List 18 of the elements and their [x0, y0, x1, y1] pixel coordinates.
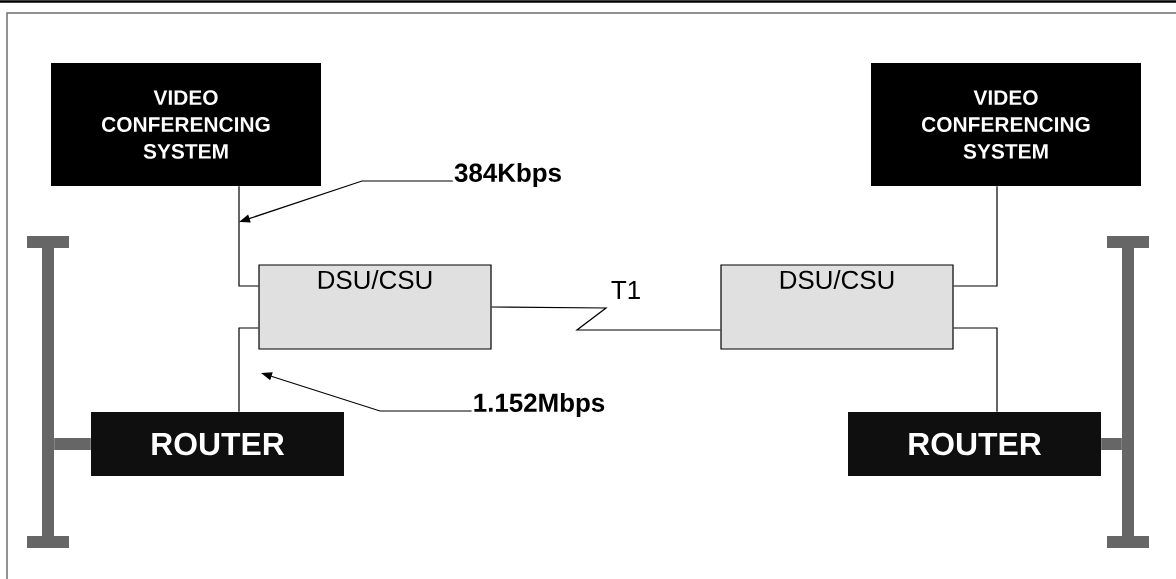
cable-line [953, 327, 998, 413]
cable-line [238, 327, 259, 413]
rate-label: 1.152Mbps [474, 392, 605, 418]
modem-box: DSU/CSU [258, 264, 492, 350]
network-bus [27, 236, 69, 548]
network-link [54, 438, 91, 450]
system-box: VIDEO CONFERENCING SYSTEM [51, 63, 321, 186]
system-box: VIDEO CONFERENCING SYSTEM [871, 63, 1141, 186]
router-box: ROUTER [91, 412, 344, 476]
edge-label: T1 [609, 280, 643, 300]
cable-line [491, 306, 721, 331]
network-link [1101, 438, 1122, 450]
cable-line [953, 185, 998, 287]
network-bus [1107, 236, 1149, 548]
router-box: ROUTER [848, 412, 1101, 476]
rate-label: 384Kbps [454, 162, 561, 188]
modem-box: DSU/CSU [720, 264, 954, 350]
cable-line [238, 185, 259, 287]
